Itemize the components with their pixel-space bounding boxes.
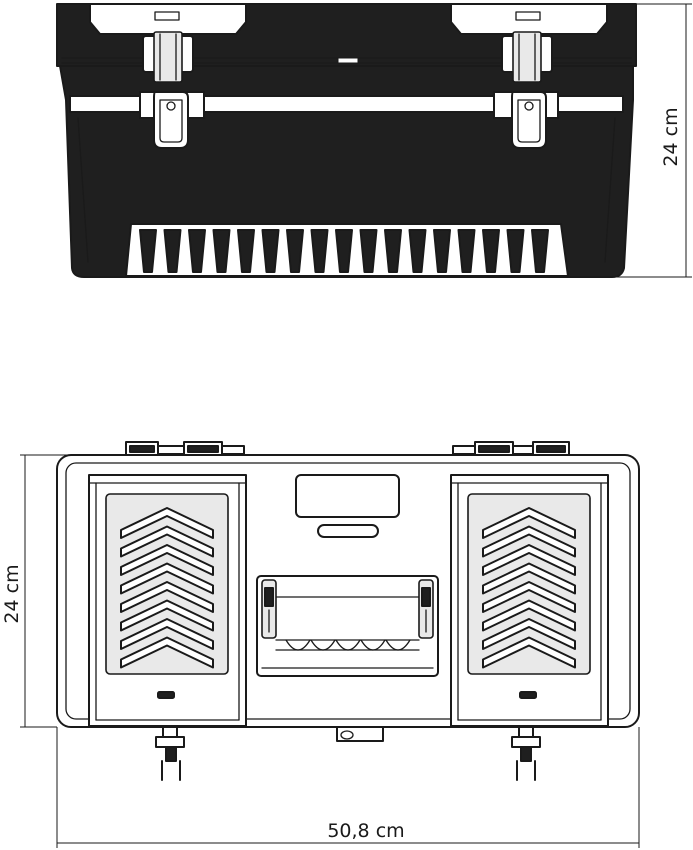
front-view: 24 cm (56, 3, 692, 278)
chevron-stripe (482, 599, 576, 632)
grip-rib (163, 229, 182, 273)
chevron-stripe (120, 581, 214, 613)
grip-rib (212, 229, 231, 273)
chevron-stripe (482, 636, 576, 669)
grip-rib (384, 229, 402, 273)
grip-rib (531, 229, 549, 273)
grip-rib (335, 229, 353, 273)
handle-grip-scallop (385, 639, 411, 651)
grip-rib (188, 229, 206, 273)
top-view: 24 cm 50,8 cm (1, 441, 640, 848)
label-plate (295, 474, 400, 518)
grip-rib (433, 229, 451, 273)
chevron-stripe (482, 562, 576, 595)
right-compartment-slot (519, 691, 537, 699)
front-lid-right-notch (450, 3, 608, 35)
front-right-latch (493, 31, 559, 149)
chevron-stripe (120, 618, 214, 650)
right-chevron-pattern (482, 507, 576, 669)
grip-rib (310, 229, 329, 273)
grip-rib (139, 229, 157, 273)
top-left-latch (155, 726, 185, 781)
top-left-hinges (125, 441, 245, 456)
front-grip-ribs (139, 229, 549, 273)
chevron-stripe (120, 544, 214, 576)
front-height-dimension: 24 cm (612, 3, 692, 278)
chevron-stripe (120, 599, 214, 632)
chevron-stripe (482, 525, 576, 558)
chevron-stripe (482, 618, 576, 650)
grip-rib (286, 229, 304, 273)
top-right-compartment (450, 474, 609, 727)
top-right-hinges (452, 441, 570, 456)
grip-rib (506, 229, 525, 273)
front-height-label: 24 cm (660, 107, 682, 166)
grip-rib (359, 229, 378, 273)
front-lid-left-notch (89, 3, 247, 35)
chevron-stripe (120, 636, 214, 669)
chevron-stripe (482, 544, 576, 576)
grip-rib (482, 229, 500, 273)
top-width-dimension: 50,8 cm (56, 727, 640, 848)
top-right-latch (511, 726, 541, 781)
label-slot (317, 524, 379, 538)
grip-rib (408, 229, 427, 273)
top-height-label: 24 cm (1, 564, 23, 623)
grip-rib (261, 229, 280, 273)
top-height-dimension: 24 cm (1, 454, 126, 728)
left-compartment-slot (157, 691, 175, 699)
top-handle (256, 575, 439, 677)
top-width-label: 50,8 cm (327, 820, 404, 842)
handle-grip-scallop (360, 639, 386, 651)
grip-rib (457, 229, 476, 273)
chevron-stripe (482, 581, 576, 613)
handle-grip-scallop (310, 639, 336, 651)
top-inner-rim (65, 462, 631, 720)
chevron-stripe (482, 507, 576, 539)
grip-rib (237, 229, 255, 273)
front-left-latch (139, 31, 205, 149)
handle-grip-scallop (335, 639, 361, 651)
top-left-compartment (88, 474, 247, 727)
chevron-stripe (120, 562, 214, 595)
handle-grip-scallop (285, 639, 311, 651)
handle-grips (285, 639, 411, 651)
left-chevron-pattern (120, 507, 214, 669)
chevron-stripe (120, 525, 214, 558)
chevron-stripe (120, 507, 214, 539)
